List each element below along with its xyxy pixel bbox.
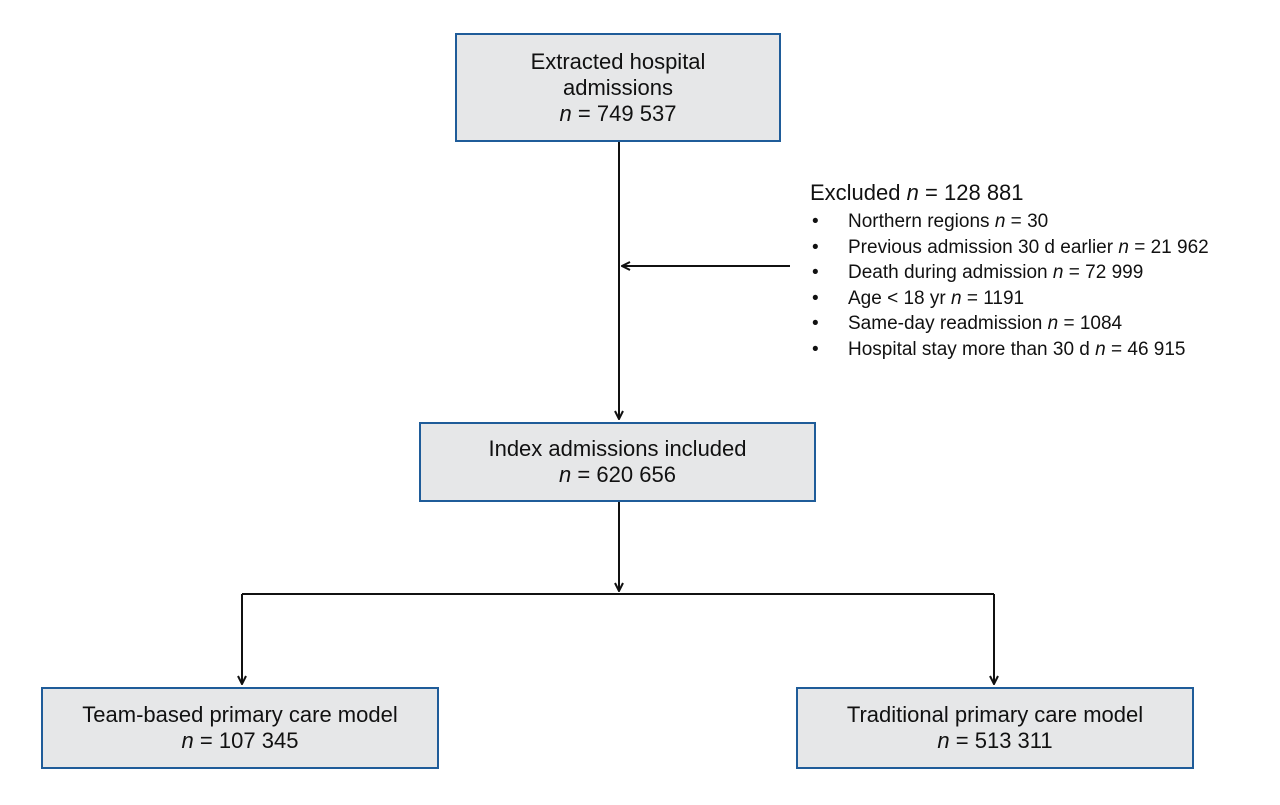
box-label: Index admissions included bbox=[488, 436, 747, 461]
box-count: n = 620 656 bbox=[559, 462, 676, 487]
team-based-care-box: Team-based primary care model n = 107 34… bbox=[41, 687, 439, 769]
index-admissions-box: Index admissions included n = 620 656 bbox=[419, 422, 816, 502]
exclusion-item: •Age < 18 yr n = 1191 bbox=[812, 287, 1025, 309]
exclusion-item: •Death during admission n = 72 999 bbox=[812, 262, 1144, 283]
exclusion-item: •Hospital stay more than 30 d n = 46 915 bbox=[812, 338, 1186, 360]
exclusion-criteria: Excluded n = 128 881 •Northern regions n… bbox=[810, 179, 1209, 362]
excluded-title: Excluded n = 128 881 bbox=[810, 180, 1024, 205]
box-count: n = 107 345 bbox=[181, 728, 299, 753]
extracted-admissions-box: Extracted hospital admissions n = 749 53… bbox=[455, 33, 781, 142]
exclusion-item: •Previous admission 30 d earlier n = 21 … bbox=[812, 236, 1209, 258]
exclusion-item: •Same-day readmission n = 1084 bbox=[812, 313, 1123, 334]
box-label: Team-based primary care model bbox=[82, 702, 398, 727]
traditional-care-box: Traditional primary care model n = 513 3… bbox=[796, 687, 1194, 769]
box-count: n = 513 311 bbox=[937, 728, 1053, 753]
exclusion-item: •Northern regions n = 30 bbox=[812, 211, 1049, 232]
exclusion-list: •Northern regions n = 30 •Previous admis… bbox=[810, 209, 1209, 362]
box-label: Traditional primary care model bbox=[846, 702, 1144, 727]
box-count: n = 749 537 bbox=[559, 100, 677, 126]
box-label-line2: admissions bbox=[562, 74, 674, 100]
box-label-line1: Extracted hospital bbox=[530, 48, 706, 74]
